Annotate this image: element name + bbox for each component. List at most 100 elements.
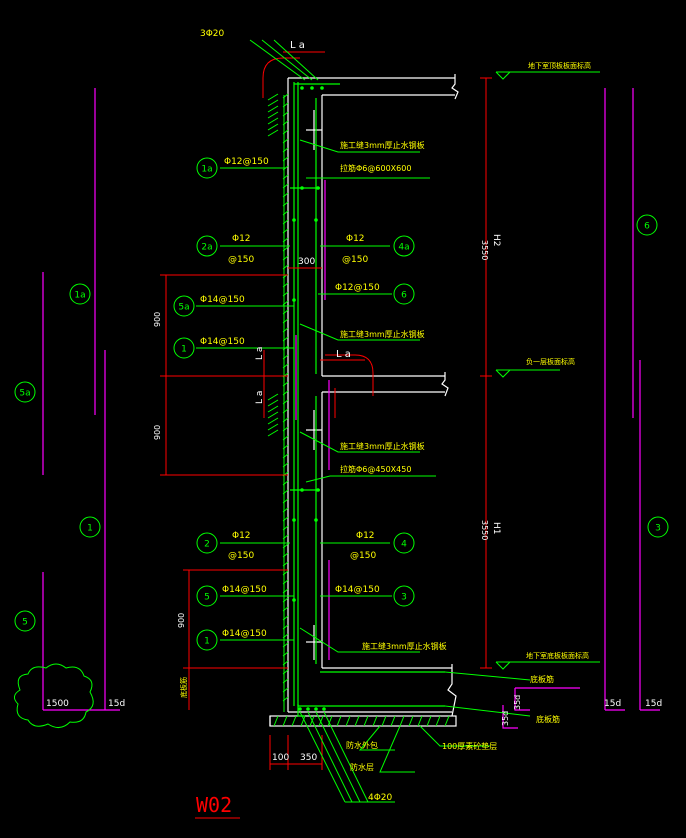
marker-label: 1a (74, 291, 85, 301)
marker-circle (393, 532, 415, 554)
waterstop-note-4: 施工缝3mm厚止水钢板 (362, 641, 447, 651)
marker-m2a: 2a (196, 235, 218, 257)
cushion-hatch (363, 715, 369, 727)
rebar-r2-spacing: @150 (228, 551, 254, 561)
rebar-section-dot (300, 488, 304, 492)
dim-15d-right-a: 15d (604, 699, 621, 709)
cushion-hatch (381, 715, 387, 727)
cushion-hatch (354, 715, 360, 727)
leader-top-bar-3 (273, 39, 319, 81)
marker-label: 1 (181, 345, 187, 355)
leader-bottom-rebar-2 (444, 705, 531, 717)
cushion-hatch (318, 715, 324, 727)
marker-m6: 6 (393, 283, 415, 305)
soil-hatch-mid (267, 399, 279, 407)
rebar-section-dot (310, 86, 314, 90)
marker-circle (79, 516, 101, 538)
bottom-rebar-left-note: 底板筋 (179, 677, 188, 698)
marker-m5a: 5a (173, 295, 195, 317)
soil-hatch-top (267, 117, 279, 125)
span-35d-a (514, 688, 530, 711)
soil-hatch-top (267, 123, 279, 131)
la-top-label: L a (290, 40, 305, 51)
dim-15d-left-label: 15d (108, 699, 125, 709)
marker-left-5a: 5a (14, 381, 36, 403)
dim-1500-label: 1500 (46, 699, 69, 709)
waterproof-outer-note: 防水外包 (346, 740, 378, 750)
rebar-section-dot (298, 707, 302, 711)
rebar-section-dot (314, 518, 318, 522)
soil-hatch-mid (267, 405, 279, 413)
leader-bottom-bar (299, 711, 346, 803)
cushion-hatch (300, 715, 306, 727)
rebar-r1a-label: Φ12@150 (224, 157, 269, 167)
marker-label: 5 (204, 593, 210, 603)
marker-circle (196, 157, 218, 179)
roof-level-note: 地下室顶板板面标高 (528, 61, 591, 70)
dim-350-label: 350 (300, 753, 317, 763)
marker-circle (393, 235, 415, 257)
rebar-r2-bar: Φ12 (232, 531, 251, 541)
soil-hatch-top (267, 129, 279, 137)
cushion-note: 100厚素砼垫层 (442, 741, 497, 751)
waterstop-note-3: 施工缝3mm厚止水钢板 (340, 441, 425, 451)
cushion-hatch (426, 715, 432, 727)
marker-label: 5 (22, 618, 28, 628)
cushion-hatch (273, 715, 279, 727)
marker-circle (173, 295, 195, 317)
leader-bottom-bar-2 (307, 711, 353, 803)
marker-circle (393, 283, 415, 305)
marker-circle (173, 337, 195, 359)
marker-label: 4a (398, 243, 409, 253)
floor1-level-note: 负一层板面标高 (526, 357, 575, 366)
marker-m1-mid: 1 (173, 337, 195, 359)
cushion-hatch (345, 715, 351, 727)
rebar-section-dot (292, 298, 296, 302)
marker-circle (196, 532, 218, 554)
rebar-dots (292, 86, 326, 711)
leader-waterstop-4 (299, 627, 420, 653)
floor-hook-bar (325, 354, 374, 396)
waterstop-note-1: 施工缝3mm厚止水钢板 (340, 140, 425, 150)
dim-h1-label: H1 (491, 522, 501, 535)
rebar-r6-label: Φ12@150 (335, 283, 380, 293)
marker-right-6: 6 (636, 214, 658, 236)
marker-circle (196, 629, 218, 651)
marker-label: 1 (204, 637, 210, 647)
rebar-r2a-bar: Φ12 (232, 234, 251, 244)
base-slab-break (447, 664, 457, 717)
soil-hatch-mid (267, 423, 279, 431)
bottom-rebar-note: 底板筋 (530, 674, 554, 684)
dim-15d-right-b: 15d (645, 699, 662, 709)
base-level-note: 地下室底板板面标高 (526, 651, 589, 660)
bottom-rebar-note-2: 底板筋 (536, 714, 560, 724)
cushion-hatch (372, 715, 378, 727)
dim-35d-b-label: 35d (501, 711, 510, 726)
span-lines (42, 88, 660, 729)
floor-slab-break (441, 372, 449, 397)
cushion-hatch (435, 715, 441, 727)
rebar-section-dot (292, 518, 296, 522)
marker-circle (393, 585, 415, 607)
rebar-r5a-label: Φ14@150 (200, 295, 245, 305)
marker-label: 2 (204, 540, 210, 550)
rebar-section-dot (300, 86, 304, 90)
soil-hatch-top (267, 111, 279, 119)
marker-circle (196, 235, 218, 257)
rebar-r1-bot-label: Φ14@150 (222, 629, 267, 639)
roof-level-triangle (495, 71, 511, 80)
soil-hatch-mid (267, 393, 279, 401)
rebar-r3-label: Φ14@150 (335, 585, 380, 595)
rebar-section-dot (306, 707, 310, 711)
rebar-r4-bar: Φ12 (356, 531, 375, 541)
rebar-section-dot (300, 186, 304, 190)
cushion-hatch (408, 715, 414, 727)
marker-label: 2a (201, 243, 212, 253)
dim-3550-bot-label: 3550 (480, 520, 489, 540)
drawing-title: W02 (196, 793, 232, 817)
rebar-r4-spacing: @150 (350, 551, 376, 561)
marker-left-1: 1 (79, 516, 101, 538)
cushion-hatch (399, 715, 405, 727)
